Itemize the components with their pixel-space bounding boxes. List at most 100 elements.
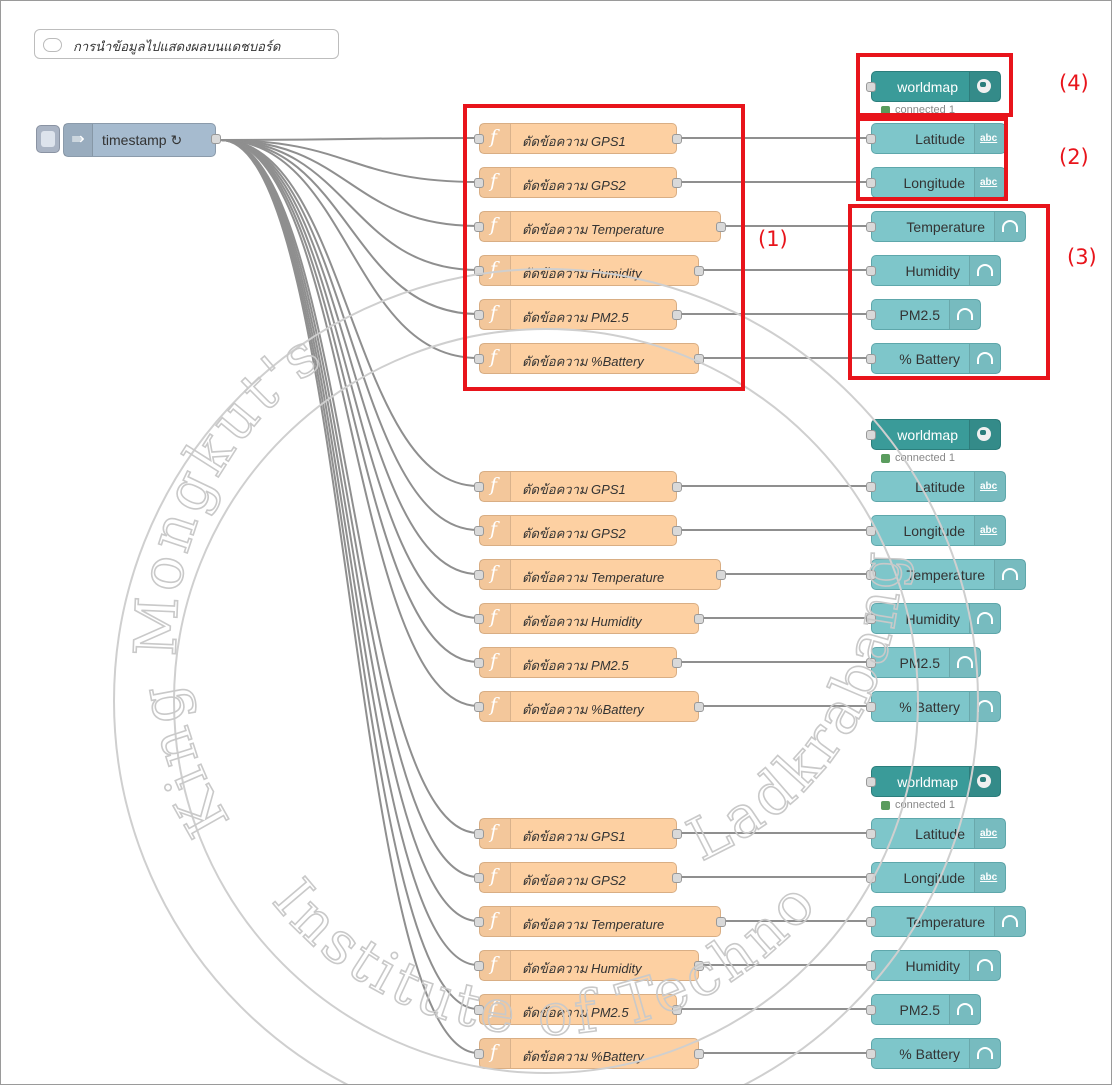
wire[interactable] [220,139,479,966]
input-port[interactable] [474,829,484,839]
input-port[interactable] [474,1049,484,1059]
worldmap-node[interactable]: worldmap [866,71,1001,102]
worldmap-node[interactable]: worldmap [866,766,1001,797]
output-port[interactable] [716,570,726,580]
wire[interactable] [220,139,479,663]
gauge-output-node[interactable]: Temperature [866,559,1026,590]
wire[interactable] [220,139,479,271]
output-port[interactable] [694,961,704,971]
output-port[interactable] [694,614,704,624]
wire[interactable] [220,139,479,531]
gauge-output-node[interactable]: PM2.5 [866,994,981,1025]
output-port[interactable] [672,482,682,492]
input-port[interactable] [866,873,876,883]
inject-trigger-button[interactable] [36,125,60,153]
output-port[interactable] [672,829,682,839]
output-port[interactable] [672,873,682,883]
output-port[interactable] [672,178,682,188]
input-port[interactable] [866,658,876,668]
input-port[interactable] [474,526,484,536]
input-port[interactable] [866,482,876,492]
wire[interactable] [220,139,479,1054]
input-port[interactable] [866,702,876,712]
worldmap-node[interactable]: worldmap [866,419,1001,450]
output-port[interactable] [672,1005,682,1015]
output-port[interactable] [716,917,726,927]
wire[interactable] [220,139,479,487]
input-port[interactable] [474,917,484,927]
output-port[interactable] [694,1049,704,1059]
gauge-output-node[interactable]: Temperature [866,211,1026,242]
input-port[interactable] [866,777,876,787]
input-port[interactable] [866,961,876,971]
input-port[interactable] [474,658,484,668]
gauge-output-node[interactable]: % Battery [866,691,1001,722]
wire[interactable] [220,139,479,227]
input-port[interactable] [474,482,484,492]
input-port[interactable] [866,430,876,440]
input-port[interactable] [866,526,876,536]
input-port[interactable] [474,702,484,712]
output-port[interactable] [694,702,704,712]
input-port[interactable] [474,961,484,971]
inject-node-timestamp[interactable]: ⇛ timestamp ↻ [63,123,221,157]
gauge-output-node[interactable]: Humidity [866,950,1001,981]
wire[interactable] [220,139,479,707]
input-port[interactable] [474,1005,484,1015]
input-port[interactable] [474,614,484,624]
input-port[interactable] [866,614,876,624]
input-port[interactable] [866,829,876,839]
input-port[interactable] [866,570,876,580]
gauge-output-node[interactable]: PM2.5 [866,647,981,678]
input-port[interactable] [866,1049,876,1059]
input-port[interactable] [866,222,876,232]
input-port[interactable] [474,134,484,144]
output-port[interactable] [672,658,682,668]
input-port[interactable] [474,873,484,883]
function-icon: f [490,865,498,887]
gauge-output-node[interactable]: Humidity [866,603,1001,634]
output-port[interactable] [672,134,682,144]
input-port[interactable] [866,134,876,144]
input-port[interactable] [474,178,484,188]
wire[interactable] [220,139,479,183]
input-port[interactable] [474,222,484,232]
output-port[interactable] [716,222,726,232]
gauge-output-node[interactable]: Temperature [866,906,1026,937]
wire[interactable] [220,139,479,922]
input-port[interactable] [474,570,484,580]
output-port[interactable] [672,526,682,536]
wire[interactable] [220,139,479,1010]
wire[interactable] [220,137,479,141]
input-port[interactable] [866,178,876,188]
gauge-output-node[interactable]: % Battery [866,1038,1001,1069]
input-port[interactable] [866,917,876,927]
gauge-icon [977,959,993,971]
input-port[interactable] [866,1005,876,1015]
input-port[interactable] [866,82,876,92]
comment-node[interactable]: การนำข้อมูลไปแสดงผลบนแดชบอร์ด [34,29,339,59]
wire[interactable] [220,139,479,834]
output-port[interactable] [211,134,221,144]
